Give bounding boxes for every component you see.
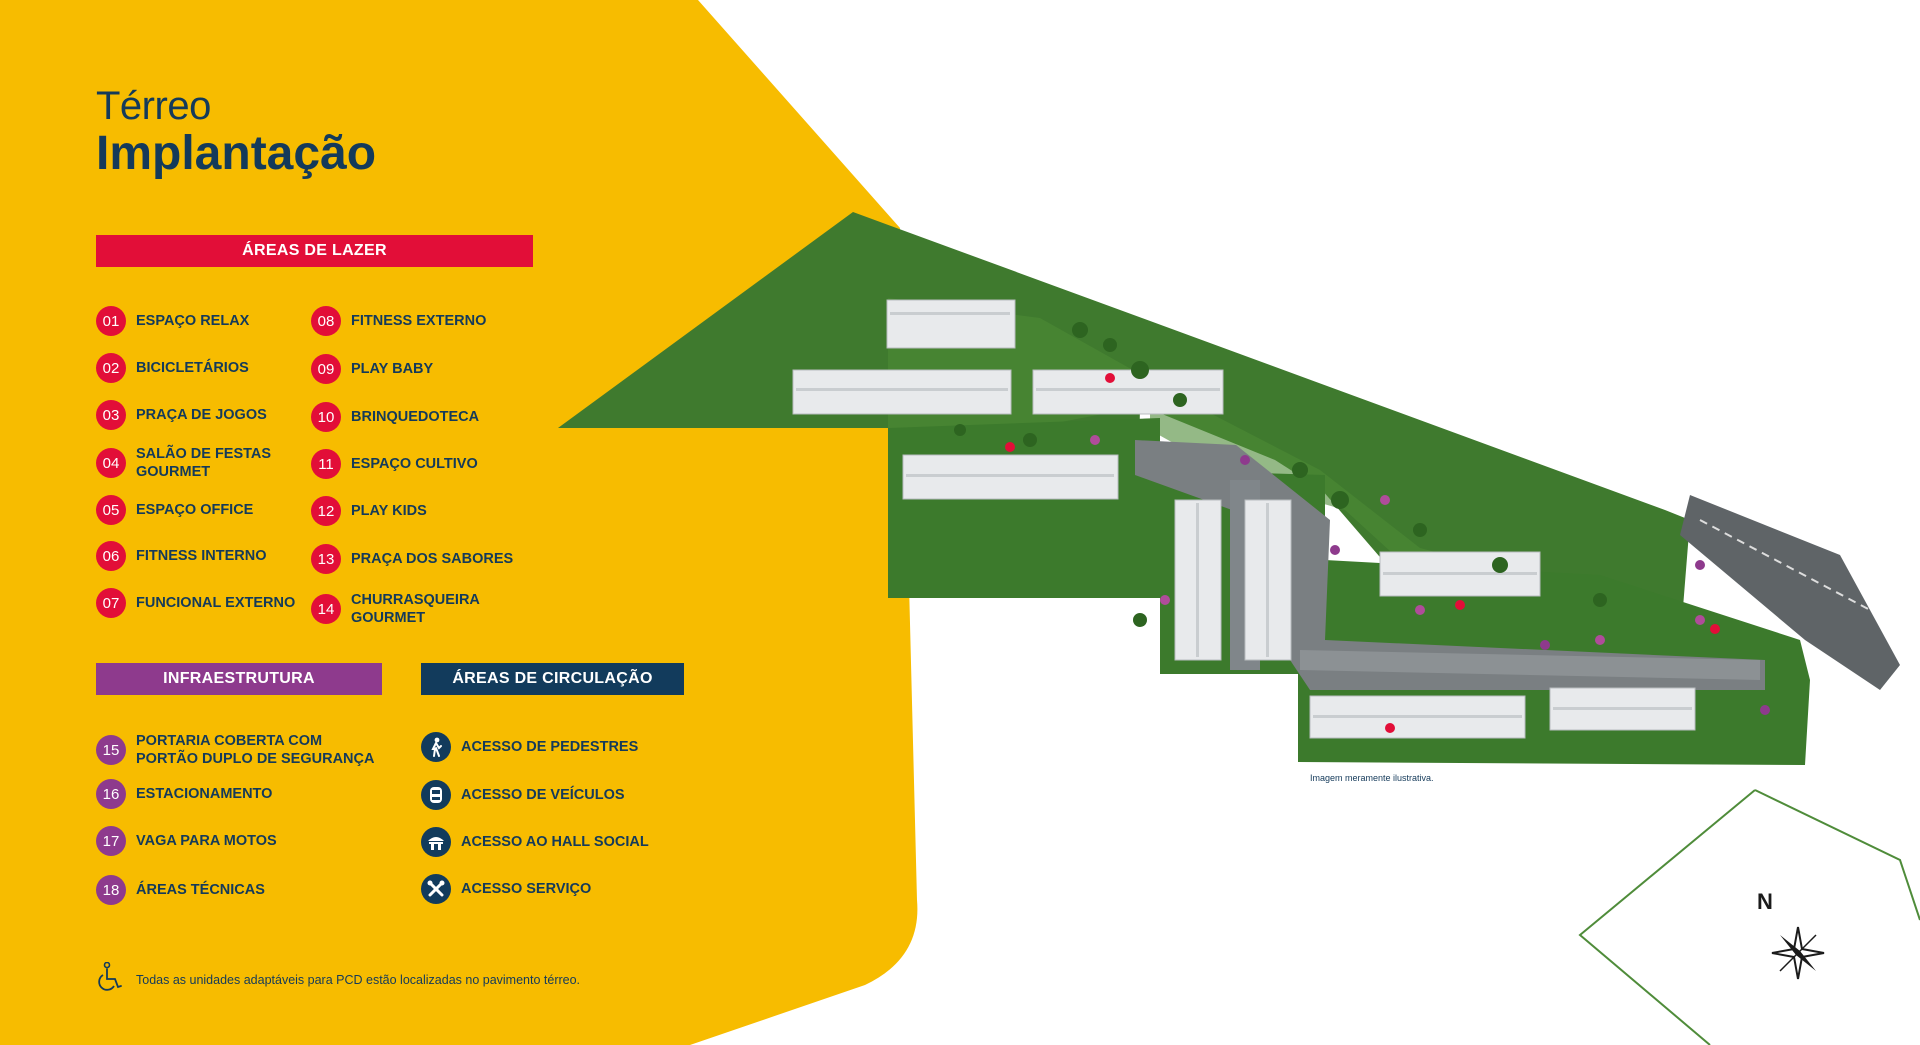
tools-icon xyxy=(421,874,451,904)
legend-item-05: 05 ESPAÇO OFFICE xyxy=(96,495,253,525)
legend-label: VAGA PARA MOTOS xyxy=(136,833,277,849)
legend-badge: 07 xyxy=(96,588,126,618)
legend-badge: 12 xyxy=(311,496,341,526)
pedestrian-icon xyxy=(421,732,451,762)
legend-badge: 18 xyxy=(96,875,126,905)
legend-label: ACESSO DE PEDESTRES xyxy=(461,739,639,755)
title-bold: Implantação xyxy=(96,127,377,180)
legend-label: PLAY KIDS xyxy=(351,503,427,519)
compass-rose-icon xyxy=(1771,926,1825,980)
legend-label: PORTARIA COBERTA COM PORTÃO DUPLO DE SEG… xyxy=(136,733,375,767)
legend-item-18: 18 ÁREAS TÉCNICAS xyxy=(96,875,265,905)
legend-badge: 09 xyxy=(311,354,341,384)
legend-badge: 08 xyxy=(311,306,341,336)
legend-label: ACESSO SERVIÇO xyxy=(461,881,592,897)
legend-label: PLAY BABY xyxy=(351,361,434,377)
legend-label: BICICLETÁRIOS xyxy=(136,360,249,376)
legend-item-pedestres: ACESSO DE PEDESTRES xyxy=(421,732,638,762)
legend-item-11: 11 ESPAÇO CULTIVO xyxy=(311,449,478,479)
legend-label: ESPAÇO CULTIVO xyxy=(351,456,478,472)
legend-label: ESPAÇO RELAX xyxy=(136,313,250,329)
legend-item-06: 06 FITNESS INTERNO xyxy=(96,541,267,571)
legend-item-09: 09 PLAY BABY xyxy=(311,354,433,384)
legend-badge: 17 xyxy=(96,826,126,856)
legend-label: BRINQUEDOTECA xyxy=(351,409,480,425)
legend-badge: 02 xyxy=(96,353,126,383)
car-icon xyxy=(421,780,451,810)
compass-north-label: N xyxy=(1757,889,1773,914)
pcd-note-text: Todas as unidades adaptáveis para PCD es… xyxy=(136,972,581,987)
legend-badge: 04 xyxy=(96,448,126,478)
wheelchair-icon xyxy=(98,961,124,997)
legend-badge: 01 xyxy=(96,306,126,336)
legend-item-10: 10 BRINQUEDOTECA xyxy=(311,402,479,432)
infra-header: INFRAESTRUTURA xyxy=(96,663,382,695)
title-light: Térreo xyxy=(96,84,211,128)
legend-item-veiculos: ACESSO DE VEÍCULOS xyxy=(421,780,625,810)
legend-badge: 11 xyxy=(311,449,341,479)
legend-badge: 14 xyxy=(311,594,341,624)
legend-item-04: 04 SALÃO DE FESTAS GOURMET xyxy=(96,445,286,481)
legend-label: FUNCIONAL EXTERNO xyxy=(136,595,296,611)
circulacao-header: ÁREAS DE CIRCULAÇÃO xyxy=(421,663,684,695)
legend-label: PRAÇA DE JOGOS xyxy=(136,407,267,423)
legend-item-14: 14 CHURRASQUEIRA GOURMET xyxy=(311,591,501,627)
legend-item-07: 07 FUNCIONAL EXTERNO xyxy=(96,588,295,618)
legend-label: PRAÇA DOS SABORES xyxy=(351,551,514,567)
legend-badge: 13 xyxy=(311,544,341,574)
pcd-note: Todas as unidades adaptáveis para PCD es… xyxy=(98,961,581,997)
legend-label: ESTACIONAMENTO xyxy=(136,786,273,802)
legend-badge: 03 xyxy=(96,400,126,430)
legend-item-13: 13 PRAÇA DOS SABORES xyxy=(311,544,513,574)
legend-label: FITNESS EXTERNO xyxy=(351,313,487,329)
lazer-header: ÁREAS DE LAZER xyxy=(96,235,533,267)
legend-item-15: 15 PORTARIA COBERTA COM PORTÃO DUPLO DE … xyxy=(96,732,386,768)
legend-item-01: 01 ESPAÇO RELAX xyxy=(96,306,249,336)
legend-item-08: 08 FITNESS EXTERNO xyxy=(311,306,486,336)
legend-item-03: 03 PRAÇA DE JOGOS xyxy=(96,400,267,430)
legend-label: SALÃO DE FESTAS GOURMET xyxy=(136,446,272,480)
legend-label: ÁREAS TÉCNICAS xyxy=(136,882,265,898)
legend-item-02: 02 BICICLETÁRIOS xyxy=(96,353,249,383)
legend-label: FITNESS INTERNO xyxy=(136,548,267,564)
map-caption: Imagem meramente ilustrativa. xyxy=(1310,773,1434,783)
legend-label: ACESSO DE VEÍCULOS xyxy=(461,787,625,803)
legend-item-12: 12 PLAY KIDS xyxy=(311,496,427,526)
legend-label: ESPAÇO OFFICE xyxy=(136,502,254,518)
hall-icon xyxy=(421,827,451,857)
page-title: Térreo Implantação xyxy=(96,84,376,180)
legend-badge: 10 xyxy=(311,402,341,432)
legend-badge: 06 xyxy=(96,541,126,571)
legend-label: ACESSO AO HALL SOCIAL xyxy=(461,834,649,850)
legend-badge: 16 xyxy=(96,779,126,809)
legend-item-servico: ACESSO SERVIÇO xyxy=(421,874,591,904)
legend-item-17: 17 VAGA PARA MOTOS xyxy=(96,826,277,856)
legend-item-16: 16 ESTACIONAMENTO xyxy=(96,779,272,809)
legend-badge: 05 xyxy=(96,495,126,525)
legend-badge: 15 xyxy=(96,735,126,765)
legend-label: CHURRASQUEIRA GOURMET xyxy=(351,592,480,626)
legend-item-hall-social: ACESSO AO HALL SOCIAL xyxy=(421,827,649,857)
